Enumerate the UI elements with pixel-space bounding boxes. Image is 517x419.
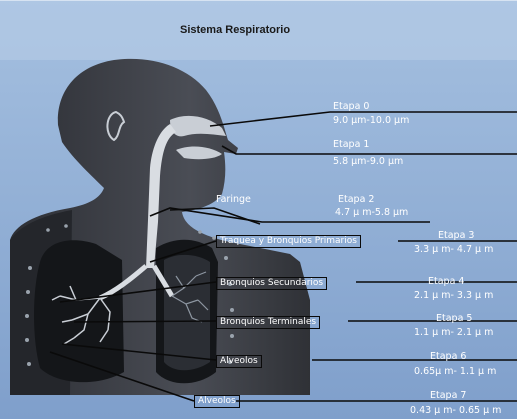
stage-0-name: Etapa 0 [333, 101, 369, 112]
label-alveolos-1: Alveolos [216, 355, 262, 368]
stage-5-range: 1.1 μ m- 2.1 μ m [414, 327, 493, 338]
left-lung [34, 240, 124, 382]
label-traquea: Traquea y Bronquios Primarios [216, 235, 361, 248]
stage-4-name: Etapa 4 [428, 276, 464, 287]
right-lung-inner [164, 255, 210, 370]
stage-1-range: 5.8 μm-9.0 μm [333, 156, 403, 167]
stage-3-range: 3.3 μ m- 4.7 μ m [414, 244, 493, 255]
stage-2-range: 4.7 μ m-5.8 μm [335, 207, 408, 218]
stage-1-name: Etapa 1 [333, 139, 369, 150]
stage-3-name: Etapa 3 [438, 230, 474, 241]
stage-6-name: Etapa 6 [430, 351, 466, 362]
label-bronquios-secundarios: Bronquios Secundarios [216, 277, 327, 290]
label-bronquios-terminales: Bronquios Terminales [216, 316, 320, 329]
stage-4-range: 2.1 μ m- 3.3 μ m [414, 290, 493, 301]
stage-2-name: Etapa 2 [338, 194, 374, 205]
label-alveolos-2: Alveolos [194, 395, 240, 408]
diagram-title: Sistema Respiratorio [180, 24, 290, 36]
stage-5-name: Etapa 5 [436, 313, 472, 324]
stage-7-name: Etapa 7 [430, 390, 466, 401]
stage-7-range: 0.43 μ m- 0.65 μ m [410, 405, 501, 416]
stage-0-range: 9.0 μm-10.0 μm [333, 115, 409, 126]
label-faringe: Faringe [216, 194, 251, 205]
stage-6-range: 0.65μ m- 1.1 μ m [414, 366, 496, 377]
